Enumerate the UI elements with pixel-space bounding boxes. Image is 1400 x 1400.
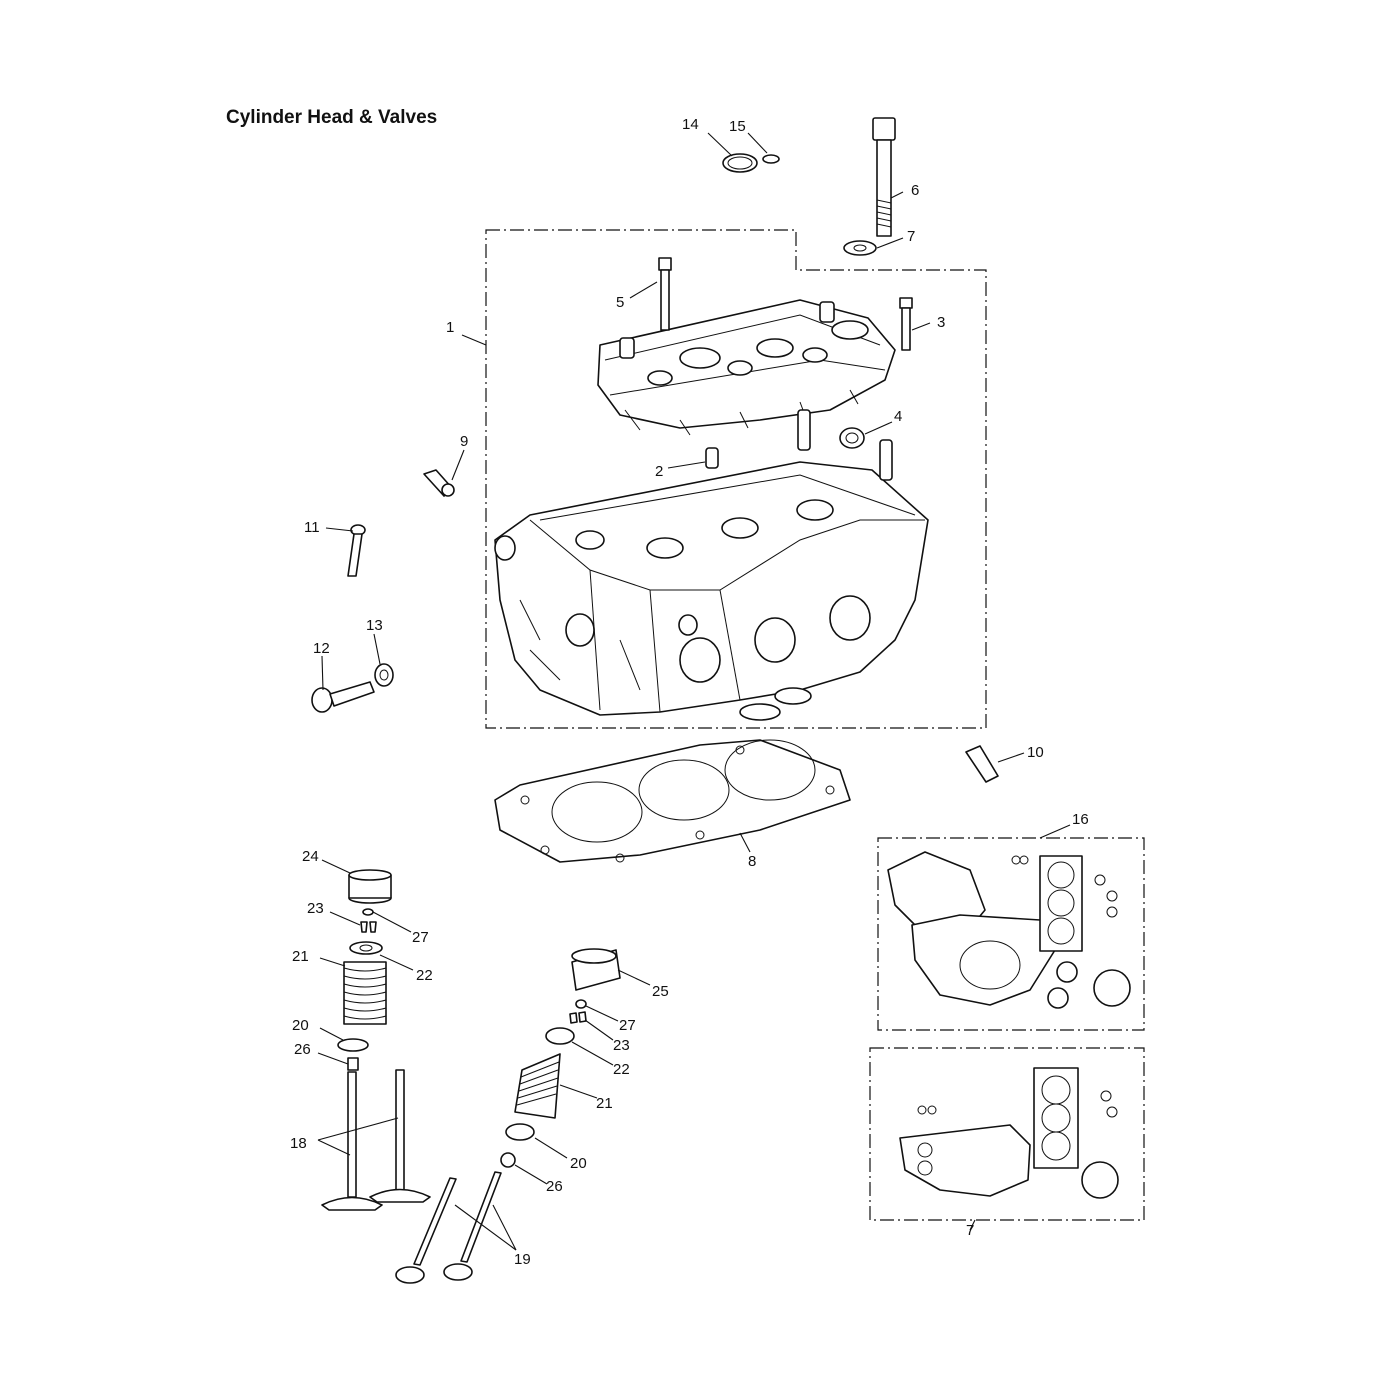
gasket-set-16 (887, 851, 1131, 1009)
callout-15: 15 (729, 118, 746, 135)
cylinder-head (494, 461, 929, 721)
spring-seat-20-left (337, 1038, 369, 1052)
callout-21-left: 21 (292, 948, 309, 965)
callout-2: 2 (655, 463, 663, 480)
callout-5: 5 (616, 294, 624, 311)
oil-seal (839, 427, 865, 449)
callout-12: 12 (313, 640, 330, 657)
callout-21-right: 21 (596, 1095, 613, 1112)
gasket-kit-boundary-16 (877, 837, 1145, 1031)
valve-spring-21-right (514, 1053, 561, 1119)
callout-22-right: 22 (613, 1061, 630, 1078)
callout-19: 19 (514, 1251, 531, 1268)
callout-13: 13 (366, 617, 383, 634)
shim-27-right (575, 999, 587, 1009)
collets-23-left (360, 921, 377, 933)
camshaft-carrier (597, 299, 896, 436)
callout-8: 8 (748, 853, 756, 870)
tappet-bucket-25 (571, 948, 621, 991)
callout-27-left: 27 (412, 929, 429, 946)
callout-23-left: 23 (307, 900, 324, 917)
exhaust-valves-19 (395, 1171, 502, 1284)
seal-13 (374, 663, 394, 687)
leader-lines (317, 132, 1071, 1251)
shim-27-left (362, 908, 374, 916)
gasket-set-lower (899, 1067, 1119, 1199)
cylinder-head-assembly-boundary (485, 229, 987, 729)
callout-3: 3 (937, 314, 945, 331)
callout-9: 9 (460, 433, 468, 450)
tappet-bucket-24 (348, 869, 392, 904)
callout-18: 18 (290, 1135, 307, 1152)
callout-24: 24 (302, 848, 319, 865)
callout-6: 6 (911, 182, 919, 199)
dowel-pins (705, 409, 893, 481)
callout-lower-kit: 7 (966, 1222, 974, 1239)
bolt-6 (872, 117, 896, 237)
callout-20-right: 20 (570, 1155, 587, 1172)
callout-22-left: 22 (416, 967, 433, 984)
inlet-valves-18 (321, 1069, 431, 1211)
valve-spring-21-left (343, 961, 387, 1025)
callout-16: 16 (1072, 811, 1089, 828)
spring-retainer-22-left (349, 941, 383, 955)
o-ring-14 (722, 153, 758, 173)
head-gasket (494, 739, 851, 863)
callout-20-left: 20 (292, 1017, 309, 1034)
o-ring-15 (762, 154, 780, 164)
callout-11: 11 (304, 519, 320, 536)
spring-seat-20-right (505, 1123, 535, 1141)
fitting-9 (423, 469, 455, 497)
spring-retainer-22-right (545, 1027, 575, 1045)
bolt-11 (347, 524, 366, 577)
bolt-5 (658, 257, 672, 331)
callout-25: 25 (652, 983, 669, 1000)
callout-10: 10 (1027, 744, 1044, 761)
callout-1: 1 (446, 319, 454, 336)
callout-27-right: 27 (619, 1017, 636, 1034)
callout-26-right: 26 (546, 1178, 563, 1195)
stem-seal-26-right (500, 1152, 516, 1168)
gasket-kit-boundary-lower (869, 1047, 1145, 1221)
stem-seal-26-left (347, 1057, 359, 1071)
callout-14: 14 (682, 116, 699, 133)
bolt-3 (899, 297, 913, 351)
diagram-title: Cylinder Head & Valves (226, 107, 437, 128)
callout-4: 4 (894, 408, 902, 425)
callout-labels: 1 2 3 4 5 6 7 8 9 10 11 12 13 14 15 16 7… (290, 116, 1089, 1268)
plug-12 (311, 681, 375, 713)
stud-10 (965, 745, 999, 783)
callout-23-right: 23 (613, 1037, 630, 1054)
callout-7: 7 (907, 228, 915, 245)
washer-7 (843, 240, 877, 256)
callout-26-left: 26 (294, 1041, 311, 1058)
